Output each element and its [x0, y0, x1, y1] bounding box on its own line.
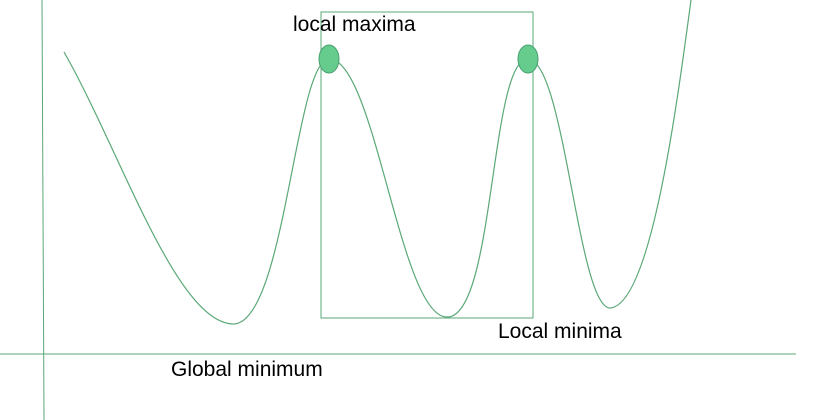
local-maximum-marker-2	[517, 44, 539, 74]
global-minimum-label: Global minimum	[171, 358, 323, 381]
loss-curve	[63, 0, 692, 325]
local-maximum-marker-1	[318, 44, 340, 74]
local-minima-label: Local minima	[498, 320, 622, 343]
y-axis	[41, 0, 45, 420]
highlight-box	[320, 11, 534, 319]
local-maxima-label: local maxima	[293, 13, 416, 36]
